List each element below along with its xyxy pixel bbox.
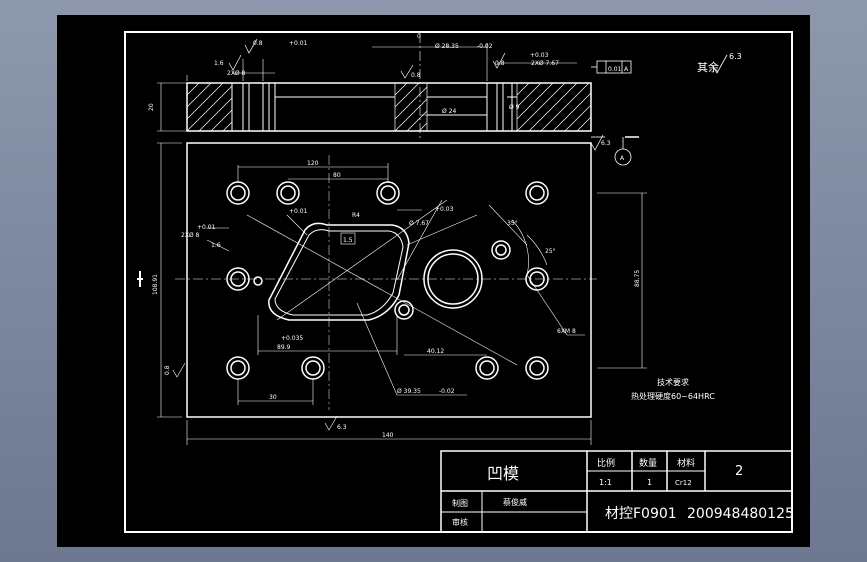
ra-label-1: 1.6 <box>214 60 224 67</box>
ra-plan-3: 6.3 <box>337 424 347 431</box>
material-header: 材料 <box>677 457 695 469</box>
drawing-border <box>124 31 793 533</box>
checked-by-header: 审核 <box>452 517 468 527</box>
part-name: 凹模 <box>487 464 519 483</box>
tech-heading: 技术要求 <box>657 377 689 387</box>
dim-sec-dia: Ø 24 <box>442 108 456 115</box>
dim-top-dia: Ø 28.35 <box>435 43 459 50</box>
dim-hole-span: 80 <box>333 172 341 179</box>
dim-overall-length: 140 <box>382 432 394 439</box>
scale-value: 1:1 <box>599 478 612 487</box>
dim-left-note: 2XØ 8 <box>181 232 200 239</box>
student-number: 200948480125 <box>687 506 794 522</box>
drawing-sheet: 20 1.6 2XØ 8 0.8 +0.01 0 Ø 28.35 -0.02 +… <box>57 15 810 547</box>
organization: 材控F0901 <box>605 506 677 522</box>
title-block <box>440 450 793 533</box>
dim-slot-tol: +0.035 <box>281 335 303 342</box>
dim-top-span: 120 <box>307 160 319 167</box>
ra-label-5: 6.3 <box>601 140 611 147</box>
surface-finish-value: 6.3 <box>729 52 742 61</box>
plan-holes <box>226 181 549 380</box>
dim-top-tol: -0.02 <box>477 43 493 50</box>
dim-rad: R4 <box>352 212 360 219</box>
drawing-canvas: 20 1.6 2XØ 8 0.8 +0.01 0 Ø 28.35 -0.02 +… <box>124 31 794 533</box>
ra-label-4: 0.8 <box>495 60 505 67</box>
dim-bore-dia: Ø 7.67 <box>409 220 429 227</box>
section-hatch <box>186 82 592 132</box>
dim-left-bottom: 30 <box>269 394 277 401</box>
tech-note: 热处理硬度60~64HRC <box>631 391 715 401</box>
scale-header: 比例 <box>597 457 615 469</box>
surface-finish-label: 其余 <box>697 60 719 74</box>
dim-angle-b: 25° <box>545 248 556 255</box>
datum-label: A <box>620 155 625 162</box>
dim-tol-top: +0.01 <box>289 40 308 47</box>
dim-big-dia: Ø 39.35 <box>397 388 421 395</box>
dim-bore-tol-plan: +0.03 <box>435 206 454 213</box>
plan-view <box>137 142 647 445</box>
dim-big-tol: -0.02 <box>439 388 455 395</box>
dim-thread: 6XM 8 <box>557 328 576 335</box>
dim-tol-top-plan: +0.01 <box>289 208 308 215</box>
dim-center-offset: 40.12 <box>427 348 444 355</box>
drawer-name: 蔡俊威 <box>503 497 527 507</box>
ra-label-2: 0.8 <box>253 40 263 47</box>
ra-plan-1: 1.6 <box>211 242 221 249</box>
ra-label-3: 0.8 <box>411 72 421 79</box>
dim-thickness: 20 <box>148 103 155 111</box>
dim-slot-width: 89.9 <box>277 344 291 351</box>
flatness-tol: 0.01 <box>608 66 622 73</box>
drawn-by-header: 制图 <box>452 498 468 508</box>
ra-plan-2: 0.8 <box>164 365 171 375</box>
dim-depth: 2XØ 7.67 <box>531 60 559 67</box>
dim-small-bore: 1.5 <box>343 237 353 244</box>
section-view <box>157 33 728 166</box>
material-value: Cr12 <box>675 479 692 487</box>
dim-angle-a: 35° <box>507 220 518 227</box>
dim-left-hole: 2XØ 8 <box>227 70 246 77</box>
dim-sec-dia2: Ø 9 <box>509 104 520 111</box>
dim-right-height: 88.75 <box>634 270 641 287</box>
dim-bore-tol: +0.03 <box>530 52 549 59</box>
dim-height-plan: 108.91 <box>152 274 159 295</box>
drawing-number: 2 <box>735 464 743 479</box>
dim-thread-tol: +0.01 <box>197 224 216 231</box>
dim-zero: 0 <box>417 33 421 40</box>
qty-value: 1 <box>647 478 652 487</box>
flatness-datum: A <box>624 66 629 73</box>
qty-header: 数量 <box>639 457 657 469</box>
